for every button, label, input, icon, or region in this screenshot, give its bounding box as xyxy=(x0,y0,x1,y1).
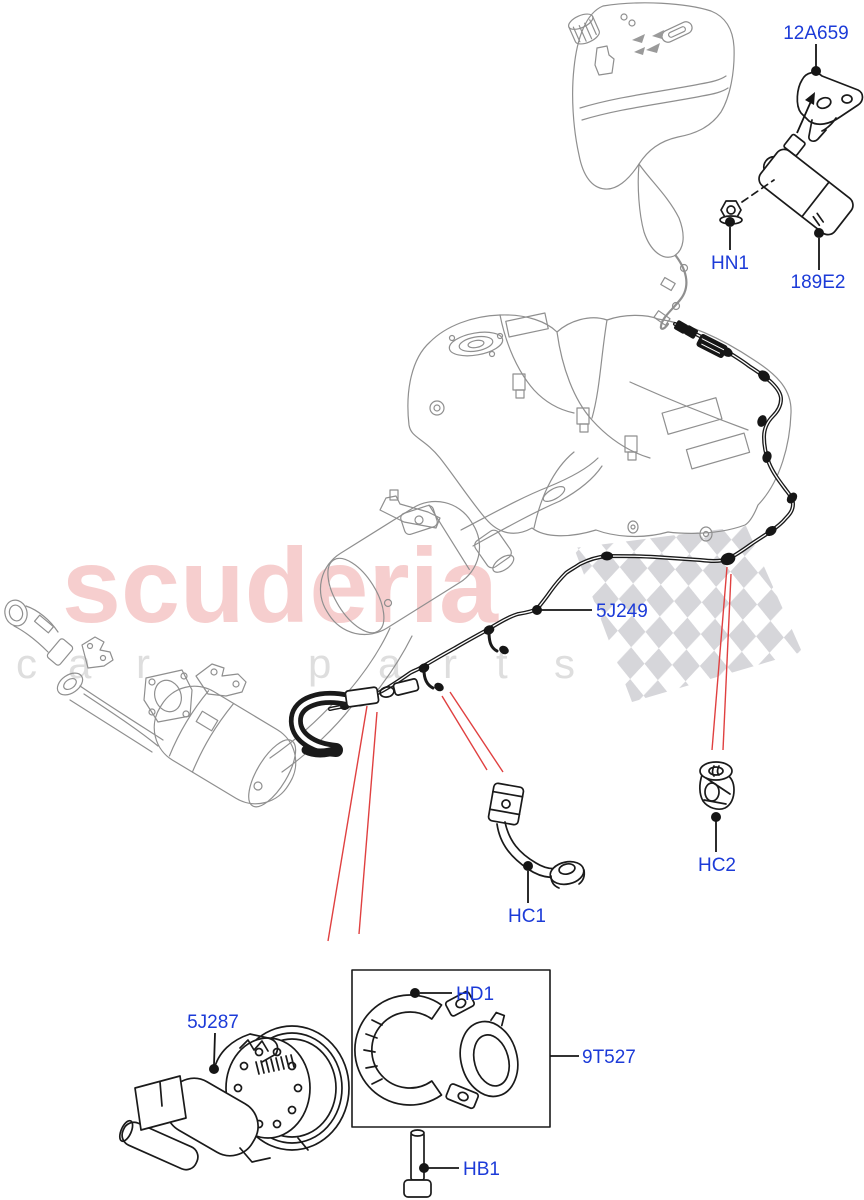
fuel-line-hook-clip xyxy=(422,630,499,690)
part-label-HC1[interactable]: HC1 xyxy=(508,906,546,927)
assembly-dash-line xyxy=(741,179,775,203)
part-label-9T527[interactable]: 9T527 xyxy=(582,1047,636,1068)
watermark-brand-text: scuderia xyxy=(62,527,499,645)
leader-dots xyxy=(209,66,824,1173)
catalytic-converter-sketch xyxy=(153,685,297,808)
kit-box xyxy=(351,969,551,1128)
reservoir-sketch xyxy=(568,2,735,258)
part-label-HB1[interactable]: HB1 xyxy=(463,1159,500,1180)
seal-ring-part xyxy=(459,1011,519,1098)
part-label-5J287[interactable]: 5J287 xyxy=(187,1012,239,1033)
reservoir-markings xyxy=(632,30,664,55)
watermark-letter: r xyxy=(136,640,150,687)
bracket-part xyxy=(796,71,864,142)
part-label-HD1[interactable]: HD1 xyxy=(456,984,494,1005)
watermark-letter: c xyxy=(16,640,37,687)
muffler-sketch xyxy=(319,457,603,703)
part-label-5J249[interactable]: 5J249 xyxy=(596,601,648,622)
part-label-12A659[interactable]: 12A659 xyxy=(783,23,849,44)
part-label-HN1[interactable]: HN1 xyxy=(711,253,749,274)
hd1-locking-ring-part xyxy=(354,990,480,1110)
part-label-189E2[interactable]: 189E2 xyxy=(791,272,846,293)
checkered-flag-watermark xyxy=(574,526,802,702)
pump-part xyxy=(118,1025,350,1171)
watermark: scuderia c a r p a r t s xyxy=(16,527,575,687)
leader-lines xyxy=(213,44,820,1169)
fuel-hose-part xyxy=(288,678,420,758)
bolt-part xyxy=(403,1129,432,1198)
hc1-bracket-part xyxy=(487,782,586,889)
red-callout-lines xyxy=(327,566,732,942)
fuel-tank-sketch xyxy=(407,312,792,542)
reservoir-hose-sketch xyxy=(653,254,689,330)
hc2-clip-part xyxy=(699,761,735,811)
install-arrowhead xyxy=(805,92,815,105)
watermark-letter: p xyxy=(308,640,331,687)
canister-part xyxy=(758,133,854,236)
watermark-letter: s xyxy=(554,640,575,687)
part-label-HC2[interactable]: HC2 xyxy=(698,855,736,876)
